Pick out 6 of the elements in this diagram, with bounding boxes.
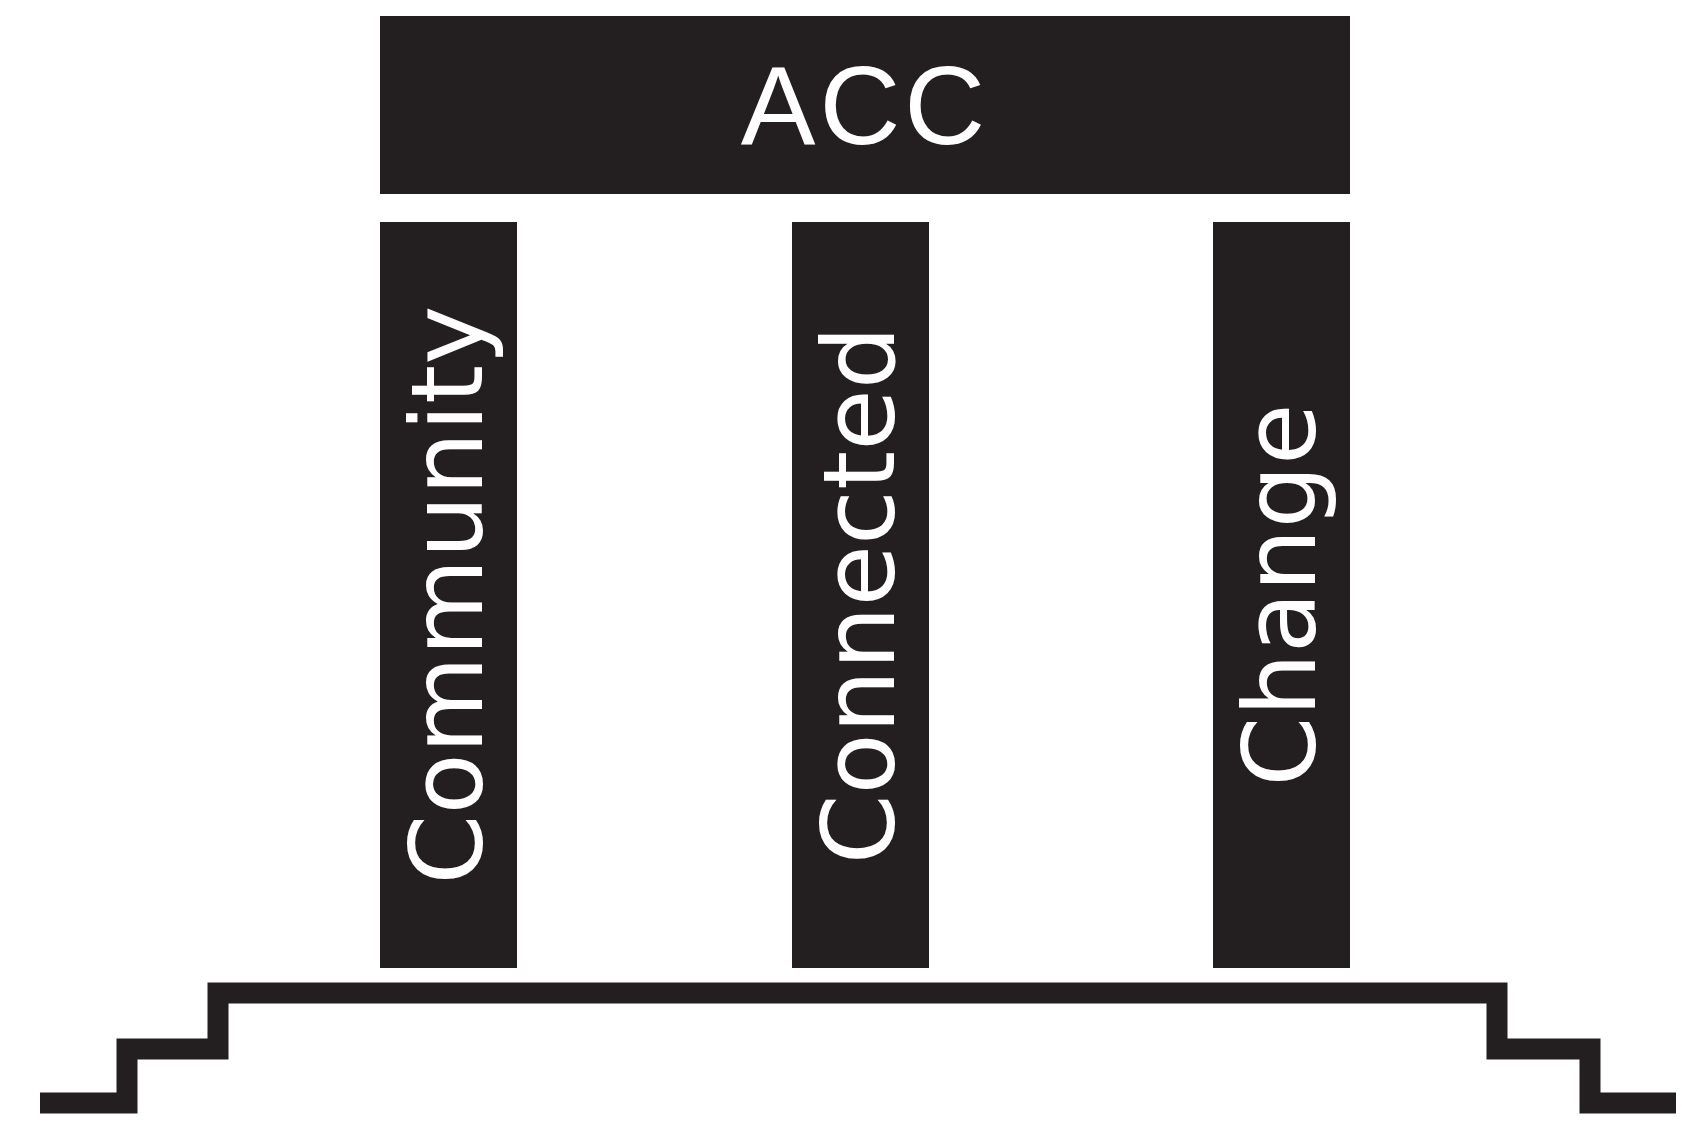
roof-label: ACC — [740, 41, 990, 170]
pillar-label: Connected — [810, 325, 911, 865]
roof-box — [380, 16, 1350, 194]
pillar-box — [1213, 222, 1350, 968]
pillar-box — [792, 222, 929, 968]
pillar-box — [380, 222, 517, 968]
